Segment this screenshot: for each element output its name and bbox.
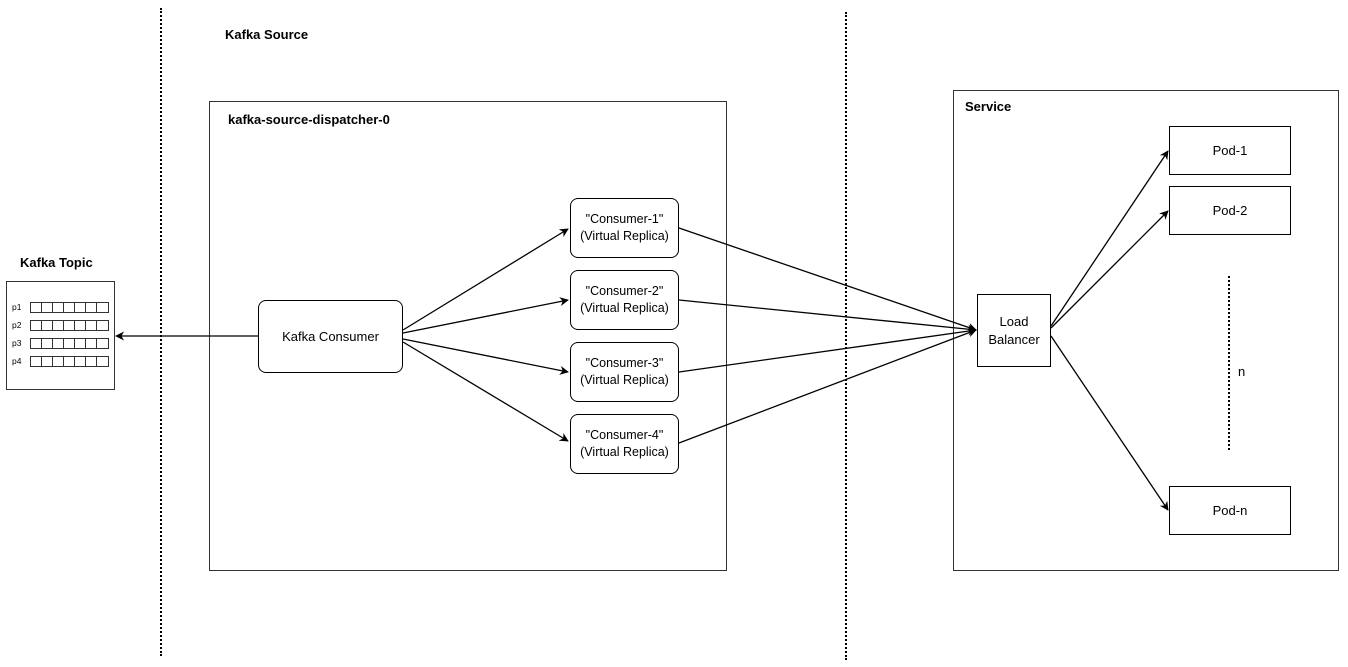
partition-cells [30,301,109,313]
pod-label: Pod-n [1212,502,1248,518]
partition-label: p3 [12,338,22,348]
replica-name: "Consumer-3" [585,356,664,370]
consumer-3-node[interactable]: "Consumer-3" (Virtual Replica) [570,342,679,402]
consumer-4-node[interactable]: "Consumer-4" (Virtual Replica) [570,414,679,474]
replica-name: "Consumer-2" [585,284,664,298]
partition-row: p3 [12,337,109,349]
kafka-topic-box: p1 p2 p3 p4 [6,281,115,390]
edge-consumer-to-replica-3 [402,338,569,375]
kafka-consumer-label: Kafka Consumer [282,329,379,344]
replica-subtitle: (Virtual Replica) [580,373,669,387]
pods-ellipsis-dots [1228,276,1230,450]
edge-replica-4-to-lb [678,328,977,444]
pod-n-node[interactable]: Pod-n [1169,486,1291,535]
load-balancer-label-line1: Load [999,313,1029,329]
pod-label: Pod-2 [1212,202,1248,218]
replica-name: "Consumer-4" [585,428,664,442]
pods-ellipsis-label: n [1238,364,1246,379]
edge-consumer-to-replica-2 [402,297,569,334]
edge-replica-1-to-lb [678,227,977,332]
partition-row: p1 [12,301,109,313]
pod-2-node[interactable]: Pod-2 [1169,186,1291,235]
partition-label: p4 [12,356,22,366]
replica-subtitle: (Virtual Replica) [580,301,669,315]
edge-lb-to-pod-1 [1050,150,1169,327]
consumer-2-node[interactable]: "Consumer-2" (Virtual Replica) [570,270,679,330]
replica-subtitle: (Virtual Replica) [580,229,669,243]
load-balancer-label-line2: Balancer [988,331,1040,347]
partition-cells [30,337,109,349]
replica-name: "Consumer-1" [585,212,664,226]
pod-1-node[interactable]: Pod-1 [1169,126,1291,175]
edge-lb-to-pod-2 [1050,210,1169,329]
partition-row: p2 [12,319,109,331]
replica-subtitle: (Virtual Replica) [580,445,669,459]
edge-lb-to-pod-n [1050,335,1169,511]
separator-right [845,12,847,660]
load-balancer-node[interactable]: Load Balancer [977,294,1051,367]
edge-replica-2-to-lb [678,299,977,334]
pod-label: Pod-1 [1212,142,1248,158]
service-container [953,90,1339,571]
edge-replica-3-to-lb [678,326,977,373]
consumer-1-node[interactable]: "Consumer-1" (Virtual Replica) [570,198,679,258]
service-title: Service [965,99,1012,114]
edge-consumer-to-replica-1 [402,228,569,331]
partition-cells [30,319,109,331]
kafka-topic-title: Kafka Topic [20,255,93,270]
kafka-consumer-node[interactable]: Kafka Consumer [258,300,403,373]
partition-label: p1 [12,302,22,312]
kafka-source-label: Kafka Source [225,27,309,42]
edge-consumer-to-replica-4 [402,341,569,442]
partition-cells [30,355,109,367]
dispatcher-title: kafka-source-dispatcher-0 [228,112,390,127]
separator-left [160,8,162,656]
partition-row: p4 [12,355,109,367]
partition-label: p2 [12,320,22,330]
